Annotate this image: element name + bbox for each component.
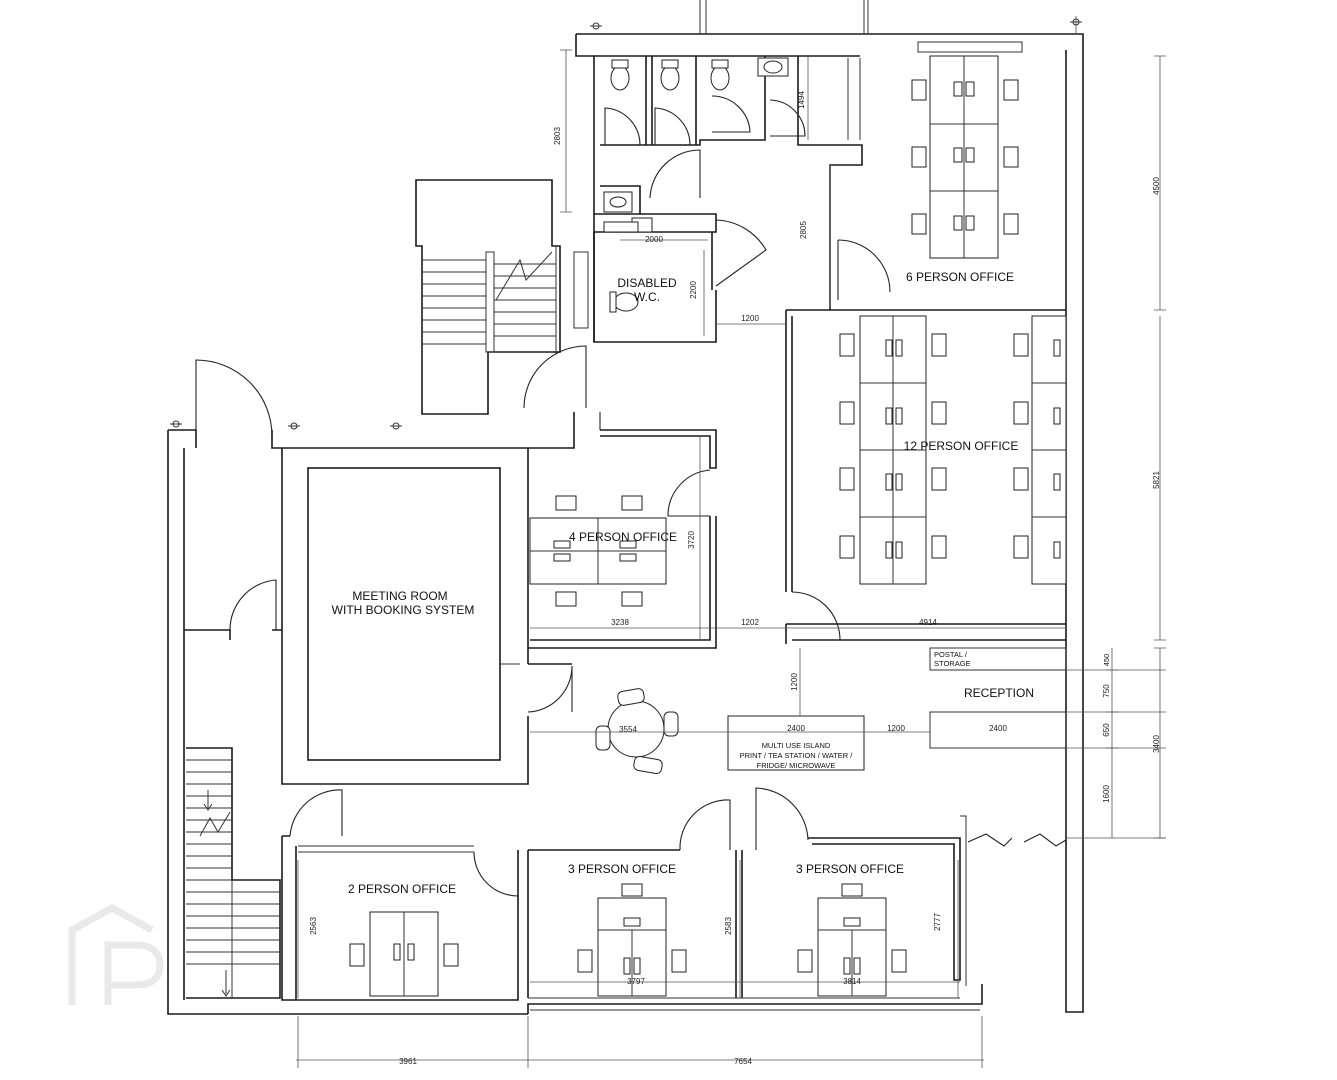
meeting-room: MEETING ROOM WITH BOOKING SYSTEM: [281, 448, 573, 785]
dim-4500: 4500: [1152, 177, 1161, 195]
dim-1202: 1202: [741, 618, 759, 627]
reception-label: RECEPTION: [964, 686, 1034, 700]
twelve-person-office: 12 PERSON OFFICE: [785, 310, 1067, 644]
dim-2805: 2805: [799, 221, 808, 239]
toilet-block: [594, 55, 891, 310]
postal-label-1: POSTAL /: [934, 650, 968, 659]
dim-1200-top: 1200: [741, 314, 759, 323]
top-service-lines: [699, 0, 1077, 34]
reception-area: POSTAL / STORAGE RECEPTION MULTI USE ISL…: [595, 647, 1067, 775]
dim-1494: 1494: [797, 91, 806, 109]
dim-1200-mid: 1200: [887, 724, 905, 733]
dim-1200-vert: 1200: [790, 673, 799, 691]
island-label-2: PRINT / TEA STATION / WATER /: [740, 751, 854, 760]
dim-450: 450: [1102, 654, 1111, 667]
entrance-doors: [960, 815, 1067, 986]
dim-2200: 2200: [689, 281, 698, 299]
postal-label-2: STORAGE: [934, 659, 971, 668]
dim-3400: 3400: [1152, 735, 1161, 753]
dim-5821: 5821: [1152, 471, 1161, 489]
dim-3238: 3238: [611, 618, 629, 627]
dim-3797: 3797: [627, 977, 645, 986]
dim-3554: 3554: [619, 725, 637, 734]
dimension-lines: [296, 49, 1166, 1068]
corridor-doors: [523, 345, 601, 430]
disabled-wc-label-2: W.C.: [634, 290, 660, 304]
six-person-office: 6 PERSON OFFICE: [786, 41, 1066, 311]
four-person-office-label: 4 PERSON OFFICE: [569, 530, 677, 544]
dim-750: 750: [1102, 684, 1111, 698]
dim-3720: 3720: [687, 531, 696, 549]
three-person-office-b: 3 PERSON OFFICE: [755, 787, 961, 997]
meeting-room-label-2: WITH BOOKING SYSTEM: [332, 603, 475, 617]
exterior-walls: [167, 33, 1084, 1015]
three-person-office-a-label: 3 PERSON OFFICE: [568, 862, 676, 876]
dim-4914: 4914: [919, 618, 937, 627]
three-person-office-b-label: 3 PERSON OFFICE: [796, 862, 904, 876]
three-person-office-a: 3 PERSON OFFICE: [527, 799, 743, 998]
survey-markers: [170, 18, 1082, 430]
dim-650: 650: [1102, 723, 1111, 737]
island-label-1: MULTI USE ISLAND: [762, 741, 831, 750]
four-person-office: 4 PERSON OFFICE: [527, 429, 717, 664]
left-corridor: [184, 359, 343, 1001]
dimension-labels: 2803 1494 2000 2200 2805 1200 4500 5821 …: [309, 91, 1161, 1066]
dim-1600: 1600: [1102, 785, 1111, 803]
six-person-office-label: 6 PERSON OFFICE: [906, 270, 1014, 284]
island-label-3: FRIDGE/ MICROWAVE: [757, 761, 836, 770]
dim-3814: 3814: [843, 977, 861, 986]
two-person-office: 2 PERSON OFFICE: [295, 845, 519, 1001]
dim-3961: 3961: [399, 1057, 417, 1066]
meeting-room-label-1: MEETING ROOM: [352, 589, 447, 603]
dim-2000: 2000: [645, 235, 663, 244]
disabled-wc: DISABLED W.C.: [573, 219, 767, 343]
disabled-wc-label-1: DISABLED: [617, 276, 677, 290]
two-person-office-label: 2 PERSON OFFICE: [348, 882, 456, 896]
dim-2400-island: 2400: [787, 724, 805, 733]
twelve-person-office-label: 12 PERSON OFFICE: [904, 439, 1019, 453]
stairs-bottom: [186, 747, 281, 999]
watermark-logo: [68, 904, 164, 1005]
dim-2777: 2777: [933, 913, 942, 931]
dim-2803: 2803: [553, 127, 562, 145]
stairs-top: [415, 179, 561, 415]
dim-2583: 2583: [724, 917, 733, 935]
dim-2563: 2563: [309, 917, 318, 935]
dim-2400-reception: 2400: [989, 724, 1007, 733]
dim-7654: 7654: [734, 1057, 752, 1066]
